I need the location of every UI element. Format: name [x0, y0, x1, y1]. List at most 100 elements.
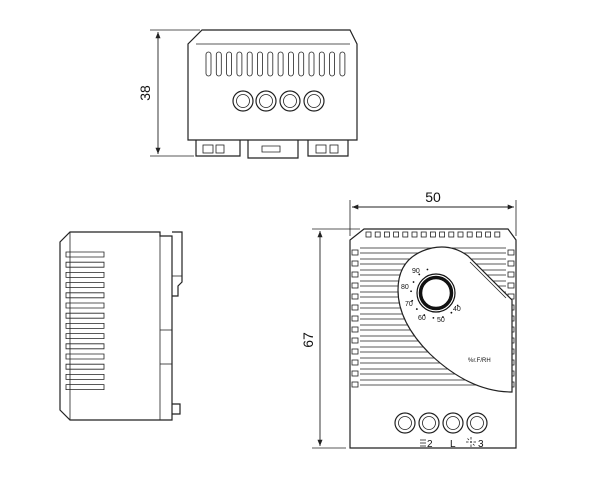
vent-slot: [246, 51, 253, 77]
top-slot: [475, 231, 482, 238]
cooling-fin: [65, 353, 105, 360]
edge-rib: [351, 293, 359, 300]
edge-rib: [351, 370, 359, 377]
scale-label-60: 60: [418, 315, 426, 322]
front-view-terminals: [394, 412, 488, 434]
dimension-50-label: 50: [425, 189, 441, 205]
dimension-width-front: 50: [349, 189, 517, 236]
edge-rib: [351, 304, 359, 311]
scale-dot: [441, 316, 444, 318]
edge-rib: [507, 282, 515, 289]
front-view-top-slots: [365, 231, 501, 238]
scale-dot: [423, 314, 426, 316]
edge-rib: [351, 381, 359, 388]
terminal-label-2: 2: [427, 439, 433, 450]
top-slot: [411, 231, 418, 238]
top-slot: [448, 231, 455, 238]
dial-scale: 90 80 70 60 50 40: [401, 268, 461, 324]
edge-rib: [351, 326, 359, 333]
vent-slot: [287, 51, 294, 77]
vent-slot: [308, 51, 315, 77]
scale-label-40: 40: [453, 306, 461, 313]
edge-rib: [351, 260, 359, 267]
scale-dot: [411, 299, 414, 302]
cooling-fin: [65, 333, 105, 339]
scale-label-70: 70: [405, 301, 413, 308]
cooling-fin: [65, 323, 105, 329]
top-slot: [466, 231, 473, 238]
vent-slot: [298, 51, 305, 77]
vent-slot: [236, 51, 243, 77]
scale-dot: [410, 290, 412, 293]
fan-icon: [466, 437, 476, 447]
cooling-fin: [65, 363, 105, 370]
edge-rib: [351, 359, 359, 366]
side-view: [59, 231, 183, 421]
scale-dot: [432, 316, 435, 319]
cooling-fin: [65, 312, 105, 319]
edge-rib: [351, 249, 359, 256]
top-slot: [365, 231, 372, 238]
dial-scale-dots: [410, 268, 459, 319]
vent-slot: [226, 51, 233, 77]
top-view: 38: [137, 29, 358, 159]
scale-dot: [415, 308, 418, 310]
dimension-height-top: 38: [137, 29, 200, 157]
front-view-left-ribs: [351, 249, 359, 388]
edge-rib: [351, 337, 359, 344]
top-slot: [393, 231, 400, 238]
scale-dot: [412, 281, 415, 283]
vent-slot: [329, 51, 336, 77]
units-label: %r.F/RH: [468, 358, 491, 364]
vent-slot: [215, 51, 222, 77]
top-slot: [383, 231, 390, 238]
scale-label-80: 80: [401, 284, 409, 291]
top-view-vent-slots: [205, 51, 346, 77]
edge-rib: [507, 260, 515, 267]
terminal-label-3: 3: [478, 439, 484, 450]
top-slot: [485, 231, 492, 238]
scale-dot: [450, 311, 453, 314]
top-slot: [494, 231, 501, 238]
edge-rib: [351, 315, 359, 322]
edge-rib: [507, 249, 515, 256]
heater-icon: [420, 439, 426, 447]
dimension-67-label: 67: [300, 332, 316, 348]
vent-slot: [257, 51, 263, 77]
top-view-din-clip: [195, 140, 349, 159]
top-slot: [457, 231, 464, 238]
edge-rib: [351, 271, 359, 278]
cooling-fin: [65, 272, 105, 278]
vent-slot: [205, 51, 212, 77]
vent-slot: [339, 51, 346, 77]
dimension-height-front: 67: [300, 228, 360, 449]
scale-dot: [418, 273, 421, 276]
scale-dot: [456, 304, 459, 307]
scale-label-90: 90: [412, 268, 420, 275]
cooling-fin: [65, 374, 105, 380]
scale-label-50: 50: [437, 317, 445, 324]
top-slot: [429, 231, 436, 238]
vent-slot: [318, 51, 325, 77]
cooling-fin: [65, 251, 105, 258]
cooling-fin: [65, 261, 105, 268]
edge-rib: [507, 271, 515, 278]
side-view-cooling-fins: [65, 251, 105, 390]
dimension-38-label: 38: [137, 85, 153, 101]
terminal-label-L: L: [450, 439, 456, 450]
cooling-fin: [65, 292, 105, 299]
top-slot: [402, 231, 409, 238]
vent-slot: [267, 51, 274, 77]
top-slot: [439, 231, 446, 238]
front-view: 90 80 70 60 50 40 %r.F/RH 2 L: [300, 189, 517, 450]
edge-rib: [351, 282, 359, 289]
top-slot: [420, 231, 427, 238]
humidity-knob[interactable]: [416, 273, 456, 313]
cooling-fin: [65, 343, 105, 350]
scale-dot: [426, 268, 429, 271]
top-slot: [374, 231, 381, 238]
vent-slot: [277, 51, 284, 77]
top-view-terminals: [232, 90, 325, 112]
cooling-fin: [65, 384, 105, 390]
